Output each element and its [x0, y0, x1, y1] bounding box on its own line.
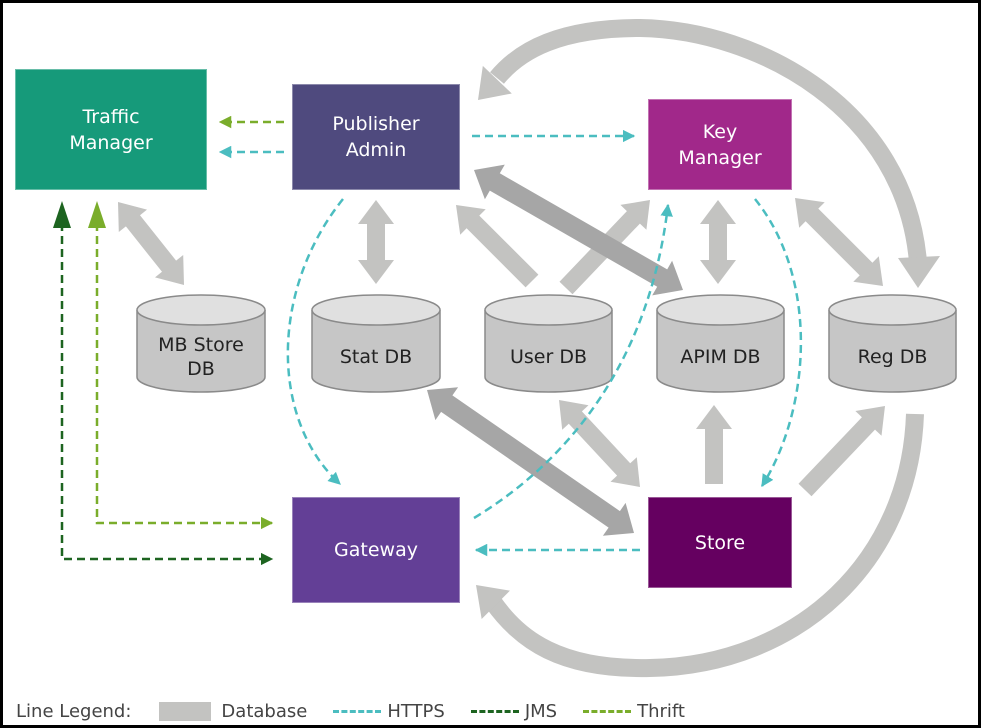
legend-label: HTTPS [387, 700, 445, 722]
stat-db-cylinder-icon [311, 294, 441, 393]
apim-db-cylinder-icon [656, 294, 785, 393]
traffic-manager-label: Traffic Manager [69, 105, 153, 154]
key-manager-reg-db-arrow [795, 198, 883, 286]
legend-item-database: Database [159, 701, 307, 722]
store-to-reg-db-arrow [798, 406, 885, 497]
reg-db-cylinder-icon [828, 294, 957, 393]
key-manager-label: Key Manager [678, 120, 762, 169]
traffic-manager-to-gateway-jms-line [60, 210, 274, 566]
user-db-cylinder-icon [484, 294, 613, 393]
jms-line-swatch-icon [470, 709, 519, 713]
legend-item-jms: JMS [470, 700, 558, 722]
line-legend: Line Legend: Database HTTPS JMS Thrift [16, 699, 711, 723]
traffic-manager-mb-store-db-arrow [118, 202, 184, 285]
key-manager-apim-db-arrow [700, 200, 736, 284]
mb-store-db-label: MB Store DB [158, 333, 244, 380]
reg-db-label: Reg DB [857, 345, 928, 368]
reg-db-to-publisher-admin-curved-arrow [490, 18, 927, 263]
traffic-manager-to-gateway-thrift-line [95, 210, 274, 530]
https-line-swatch-icon [333, 709, 382, 713]
legend-label: JMS [524, 700, 558, 722]
reg-db-to-gateway-curved-arrow [485, 413, 924, 678]
reg-db-curve-head [898, 256, 940, 288]
jms-arrowhead-up-icon [53, 201, 71, 228]
thrift-arrowhead-up-icon [88, 201, 106, 228]
store-node: Store [648, 497, 792, 588]
user-db-store-arrow [559, 400, 640, 487]
legend-item-https: HTTPS [333, 701, 445, 722]
legend-label: Thrift [637, 700, 685, 722]
store-label: Store [694, 531, 746, 554]
publisher-admin-node: Publisher Admin [292, 84, 460, 190]
legend-item-thrift: Thrift [583, 701, 685, 722]
stat-db-store-arrow [427, 387, 634, 536]
reg-db-to-gateway-curved-arrow-head [476, 585, 510, 619]
traffic-manager-node: Traffic Manager [15, 69, 207, 190]
thrift-line-swatch-icon [583, 709, 632, 713]
gateway-to-key-manager-https-line [473, 203, 673, 520]
publisher-admin-label: Publisher Admin [332, 113, 420, 161]
key-manager-to-store-https-line [754, 198, 803, 488]
apim-db-label: APIM DB [680, 345, 761, 368]
reg-db-to-publisher-admin-curved-arrow-head [478, 65, 512, 100]
store-to-apim-db-arrow [696, 405, 732, 484]
key-manager-node: Key Manager [648, 99, 792, 190]
database-line-swatch-icon [159, 701, 212, 721]
stat-db-label: Stat DB [339, 345, 413, 368]
publisher-admin-stat-db-arrow [358, 200, 394, 284]
publisher-admin-to-gateway-https-line [286, 198, 344, 485]
user-db-label: User DB [509, 345, 587, 368]
legend-label: Database [221, 700, 308, 722]
publisher-admin-apim-db-arrow [474, 164, 683, 296]
legend-title: Line Legend: [16, 700, 132, 722]
mb-store-db-cylinder-icon [136, 294, 266, 393]
user-db-to-publisher-admin-arrow [456, 205, 539, 288]
gateway-node: Gateway [292, 497, 460, 603]
gateway-label: Gateway [334, 539, 418, 561]
